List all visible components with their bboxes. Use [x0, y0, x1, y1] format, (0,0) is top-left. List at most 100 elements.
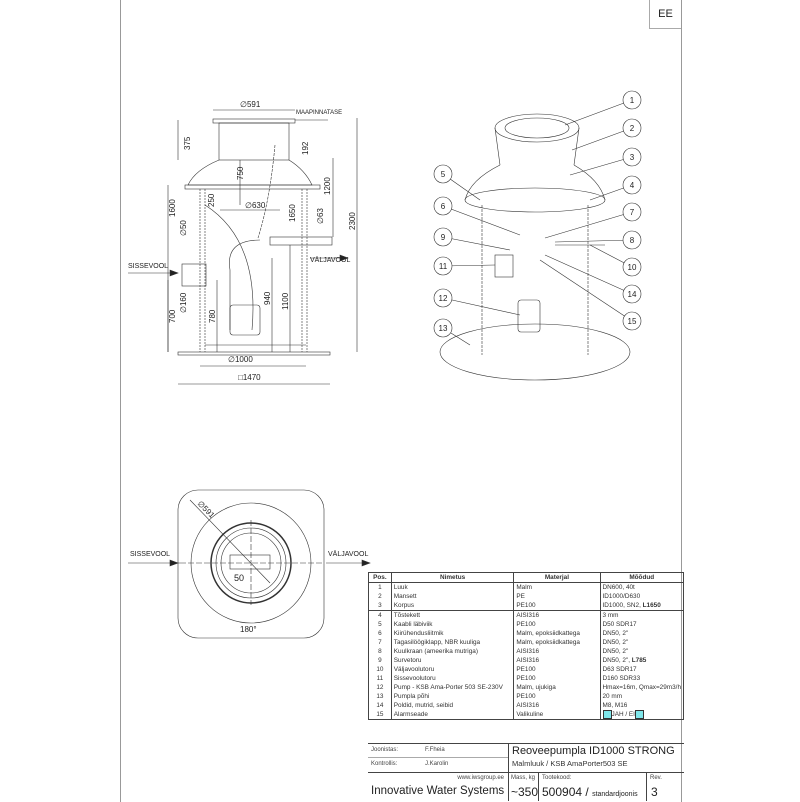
drawing-title: Reoveepumpla ID1000 STRONG: [512, 745, 675, 757]
mass-value: ~350: [511, 785, 539, 799]
size-cell: D63 SDR17: [599, 665, 684, 674]
iso-base: [439, 323, 631, 381]
balloon-leader: [442, 297, 521, 316]
name: Alarmseade: [390, 710, 515, 721]
dim-d160: ∅160: [179, 292, 188, 313]
yes-checkbox[interactable]: [602, 710, 612, 719]
size-cell: JAH / EI: [599, 710, 684, 721]
code-label: Tootekood:: [542, 775, 572, 781]
rev-value: 3: [651, 785, 658, 799]
size-cell: 20 mm: [599, 692, 684, 701]
balloon-leader: [554, 239, 633, 243]
size-cell: DN50, 2", L785: [599, 656, 684, 665]
size: D160 SDR33: [602, 675, 641, 682]
plan-dim-50: 50: [234, 573, 244, 583]
size: 3 mm: [602, 612, 619, 619]
name: Luuk: [390, 582, 515, 592]
header-size: Mõõdud: [599, 572, 684, 583]
product-code: 500904: [542, 785, 583, 799]
name: Mansett: [390, 592, 515, 601]
material: Malm, epoksiidkattega: [513, 629, 601, 638]
size-cell: DN50, 2": [599, 629, 684, 638]
balloon-circle: [433, 227, 453, 247]
balloon-leader: [544, 254, 633, 295]
balloon-number: 5: [441, 170, 446, 179]
material: PE100: [513, 692, 601, 701]
drawing-subtitle: Malmluuk / KSB AmaPorter503 SE: [512, 759, 628, 768]
balloon-circle: [433, 164, 453, 184]
pump: [229, 304, 261, 336]
drawing-frame: [120, 0, 682, 802]
size-length: L785: [631, 657, 647, 664]
inlet-pipe: [181, 263, 207, 287]
plan-base: [177, 489, 325, 639]
balloon-number: 9: [441, 233, 446, 242]
dim-2300: 2300: [348, 212, 357, 230]
size: Hmax=16m, Qmax=29m3/h: [602, 684, 682, 691]
name: Väljavoolutoru: [390, 665, 515, 674]
pos: 15: [368, 710, 392, 721]
balloon-leader: [442, 205, 521, 236]
balloon-leader: [539, 259, 633, 322]
checked-label: Kontrollis:: [371, 761, 398, 767]
size-cell: ID1000/D630: [599, 592, 684, 601]
dim-1100: 1100: [281, 292, 290, 310]
pos: 11: [368, 674, 392, 683]
balloon-circle: [622, 230, 642, 250]
dim-250: 250: [207, 193, 216, 207]
material: Malm, ujukiga: [513, 683, 601, 692]
dim-1200: 1200: [323, 177, 332, 195]
plan-outflow-label: VÄLJAVOOL: [328, 550, 368, 558]
drawn-label: Joonistas:: [371, 747, 399, 753]
balloon-number: 15: [628, 317, 637, 326]
no-checkbox[interactable]: [634, 710, 644, 719]
pos: 1: [368, 582, 392, 592]
plan-outflow-arrow-icon: [361, 559, 371, 567]
size-cell: M8, M16: [599, 701, 684, 710]
balloon-number: 6: [441, 202, 446, 211]
header-material: Materjal: [513, 572, 601, 583]
size: D63 SDR17: [602, 666, 637, 673]
table-header-row: Pos. Nimetus Materjal Mõõdud: [368, 572, 684, 583]
size: JAH / EI: [611, 711, 635, 719]
balloon-circle: [433, 288, 453, 308]
balloon-number: 12: [439, 294, 448, 303]
size-cell: DN50, 2": [599, 638, 684, 647]
dim-d630: ∅630: [245, 201, 266, 210]
top-plate: [184, 184, 321, 190]
balloon-circle: [622, 147, 642, 167]
base-plate: [177, 351, 331, 356]
website: www.iwsgroup.ee: [457, 775, 504, 781]
name: Poldid, mutrid, seibid: [390, 701, 515, 710]
size-length: L1650: [642, 602, 661, 609]
size: M8, M16: [602, 702, 628, 709]
drawn-by: F.Fheia: [425, 747, 445, 753]
size: ID1000, SN2,: [602, 602, 643, 609]
name: Kaabli läbiviik: [390, 620, 515, 629]
pos: 2: [368, 592, 392, 601]
size: DN50, 2",: [602, 657, 632, 664]
pos: 13: [368, 692, 392, 701]
balloon-number: 8: [630, 236, 635, 245]
inflow-arrow-icon: [169, 269, 179, 277]
material: PE100: [513, 674, 601, 683]
title-block: Joonistas: F.Fheia Kontrollis: J.Karolin…: [368, 743, 684, 801]
material: Valikuline: [513, 710, 601, 721]
riser: [218, 122, 290, 161]
company-name: Innovative Water Systems: [371, 785, 505, 797]
balloon-circle: [433, 196, 453, 216]
material: PE100: [513, 620, 601, 629]
name: Pump - KSB Ama-Porter 503 SE-230V: [390, 683, 515, 692]
plan-inflow-arrow-icon: [169, 559, 179, 567]
